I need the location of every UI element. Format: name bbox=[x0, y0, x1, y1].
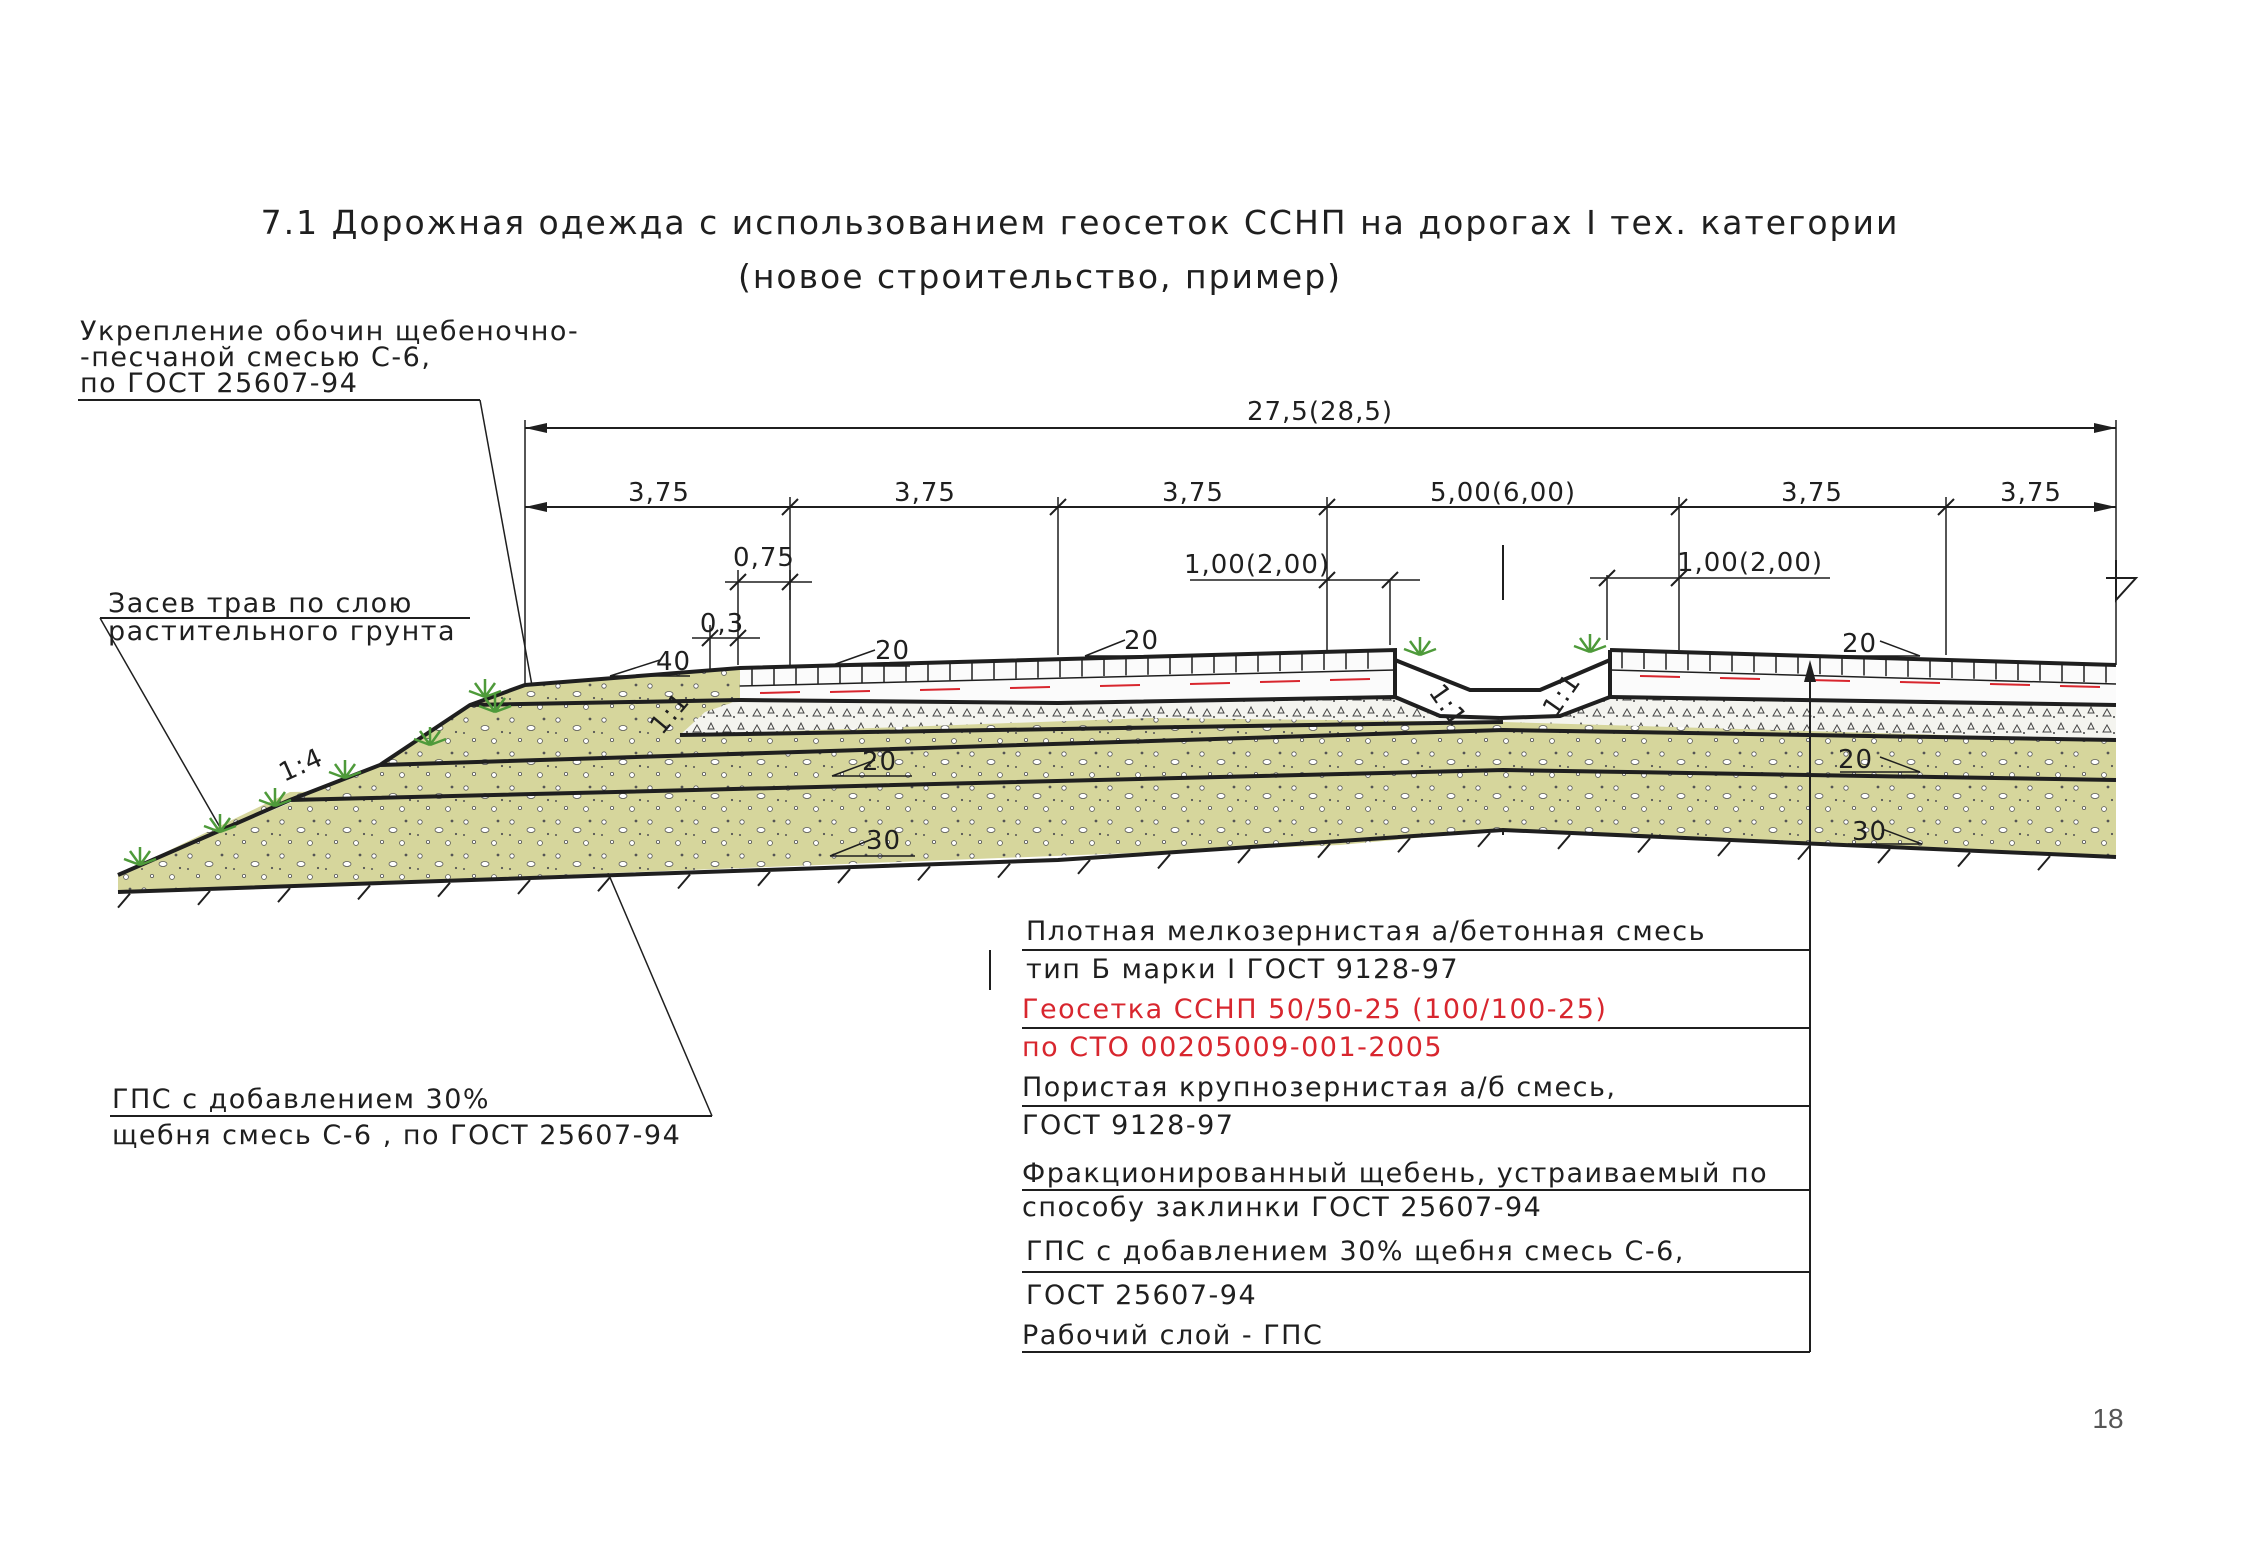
legend-5-line-1: ГПС с добавлением 30% щебня смесь С-6, bbox=[1026, 1236, 1685, 1267]
grass-tuft-icon bbox=[478, 694, 512, 714]
ground-hatch-mark bbox=[117, 892, 131, 909]
grade-lane-right-label: 20 bbox=[1842, 629, 1877, 659]
ground-hatch-mark bbox=[1717, 841, 1731, 857]
ground-hatch-mark bbox=[1557, 834, 1571, 850]
page-title: 7.1 Дорожная одежда с использованием гео… bbox=[261, 203, 1900, 242]
dimension-berm-small-label: 0,3 bbox=[700, 609, 744, 639]
note-grass-line-1: Засев трав по слою bbox=[108, 588, 413, 619]
grass-tuft-icon bbox=[258, 788, 292, 808]
dimension-span-5: 3,75 bbox=[1781, 478, 1843, 508]
legend-2-line-1: Геосетка ССНП 50/50-25 (100/100-25) bbox=[1022, 994, 1607, 1025]
page-subtitle: (новое строительство, пример) bbox=[738, 257, 1342, 296]
ground-hatch-mark bbox=[197, 890, 211, 906]
grass-tuft-icon bbox=[123, 847, 157, 867]
note-shoulder-line-1: Укрепление обочин щебеночно- bbox=[80, 316, 579, 347]
layer-crushed-stone bbox=[680, 697, 2116, 740]
dimension-span-2: 3,75 bbox=[894, 478, 956, 508]
ground-hatch-mark bbox=[597, 876, 611, 892]
note-grass: Засев трав по слою растительного грунта bbox=[99, 588, 470, 837]
legend-1-line-1: Плотная мелкозернистая а/бетонная смесь bbox=[1026, 916, 1706, 947]
note-shoulder-line-2: -песчаной смесью С-6, bbox=[80, 342, 431, 373]
ground-hatch-mark bbox=[917, 865, 931, 882]
dimension-span-6: 3,75 bbox=[2000, 478, 2062, 508]
grass-tuft-icon bbox=[413, 727, 447, 747]
ground-hatch-mark bbox=[1077, 859, 1091, 875]
ground-hatch-mark bbox=[1237, 848, 1251, 864]
ground-hatch-mark bbox=[437, 882, 451, 898]
dimension-total: 27,5(28,5) bbox=[524, 397, 2117, 690]
legend-4-line-2: способу заклинки ГОСТ 25607-94 bbox=[1022, 1192, 1542, 1223]
legend-1-line-2: тип Б марки I ГОСТ 9128-97 bbox=[1026, 954, 1459, 985]
dimension-span-4: 5,00(6,00) bbox=[1430, 478, 1576, 508]
note-grass-line-2: растительного грунта bbox=[108, 616, 456, 647]
ground-hatch-mark bbox=[757, 871, 771, 887]
grade-shoulder-label: 40 bbox=[656, 647, 691, 677]
dimension-berm-label: 0,75 bbox=[733, 543, 795, 573]
ground-hatch-mark bbox=[277, 887, 291, 903]
grade-sub-left-label: 30 bbox=[866, 826, 901, 856]
legend-4-line-1: Фракционированный щебень, устраиваемый п… bbox=[1022, 1158, 1768, 1189]
ground-hatch-mark bbox=[1637, 837, 1651, 854]
dimension-berm: 0,75 0,3 bbox=[692, 543, 812, 690]
ground-hatch-mark bbox=[1157, 853, 1171, 870]
ground-hatch-mark bbox=[1957, 851, 1971, 868]
dimension-total-label: 27,5(28,5) bbox=[1247, 397, 1393, 427]
legend-5-line-2: ГОСТ 25607-94 bbox=[1026, 1280, 1257, 1311]
ground-hatch-mark bbox=[1797, 844, 1811, 861]
grade-base-left-label: 20 bbox=[862, 747, 897, 777]
ground-hatch-mark bbox=[517, 879, 531, 895]
ground-hatch-mark bbox=[997, 862, 1011, 879]
cross-section bbox=[117, 634, 2117, 909]
dimension-spans: 3,75 3,75 3,75 5,00(6,00) 3,75 3,75 bbox=[525, 478, 2116, 670]
ground-hatch bbox=[117, 832, 2051, 909]
ground-hatch-mark bbox=[357, 884, 371, 901]
legend-3-line-1: Пористая крупнозернистая а/б смесь, bbox=[1022, 1072, 1617, 1103]
grass-tuft-icon bbox=[468, 679, 502, 699]
ground-hatch-mark bbox=[837, 868, 851, 884]
ground-hatch-mark bbox=[1877, 848, 1891, 864]
note-gps: ГПС с добавлением 30% щебня смесь С-6 , … bbox=[110, 701, 713, 1151]
slope-outer-label: 1:4 bbox=[275, 743, 328, 789]
grade-lane2-label: 20 bbox=[1124, 626, 1159, 656]
grass-tufts bbox=[123, 634, 1607, 867]
legend: Плотная мелкозернистая а/бетонная смесь … bbox=[989, 660, 1816, 1353]
ground-hatch-mark bbox=[1477, 832, 1491, 848]
grass-tuft-icon bbox=[328, 760, 362, 780]
note-gps-line-2: щебня смесь С-6 , по ГОСТ 25607-94 bbox=[112, 1120, 681, 1151]
page-number: 18 bbox=[2092, 1403, 2123, 1434]
legend-6-line-1: Рабочий слой - ГПС bbox=[1022, 1320, 1323, 1351]
grade-lane1-label: 20 bbox=[875, 636, 910, 666]
dimension-span-3: 3,75 bbox=[1162, 478, 1224, 508]
geogrid-marks bbox=[759, 675, 2101, 694]
note-gps-line-1: ГПС с добавлением 30% bbox=[112, 1084, 490, 1115]
dimension-strips: 1,00(2,00) 1,00(2,00) bbox=[1184, 548, 1830, 645]
grass-tuft-icon bbox=[1573, 634, 1607, 654]
legend-2-line-2: по СТО 00205009-001-2005 bbox=[1022, 1032, 1443, 1063]
grass-tuft-icon bbox=[1403, 637, 1437, 657]
ground-hatch-mark bbox=[1397, 837, 1411, 853]
dimension-strip-left-label: 1,00(2,00) bbox=[1184, 550, 1330, 580]
dimension-strip-right-label: 1,00(2,00) bbox=[1677, 548, 1823, 578]
note-shoulder: Укрепление обочин щебеночно- -песчаной с… bbox=[78, 316, 579, 703]
dimension-span-1: 3,75 bbox=[628, 478, 690, 508]
ground-hatch-mark bbox=[677, 873, 691, 890]
ground-hatch-mark bbox=[1317, 843, 1331, 859]
grass-tuft-icon bbox=[203, 814, 237, 834]
ground-hatch-mark bbox=[2037, 855, 2051, 871]
legend-3-line-2: ГОСТ 9128-97 bbox=[1022, 1110, 1234, 1141]
asphalt-ticks bbox=[751, 650, 2107, 686]
grade-base-right-label: 20 bbox=[1838, 745, 1873, 775]
layer-asphalt bbox=[740, 650, 1395, 703]
grade-sub-right-label: 30 bbox=[1852, 817, 1887, 847]
note-shoulder-line-3: по ГОСТ 25607-94 bbox=[80, 368, 358, 399]
